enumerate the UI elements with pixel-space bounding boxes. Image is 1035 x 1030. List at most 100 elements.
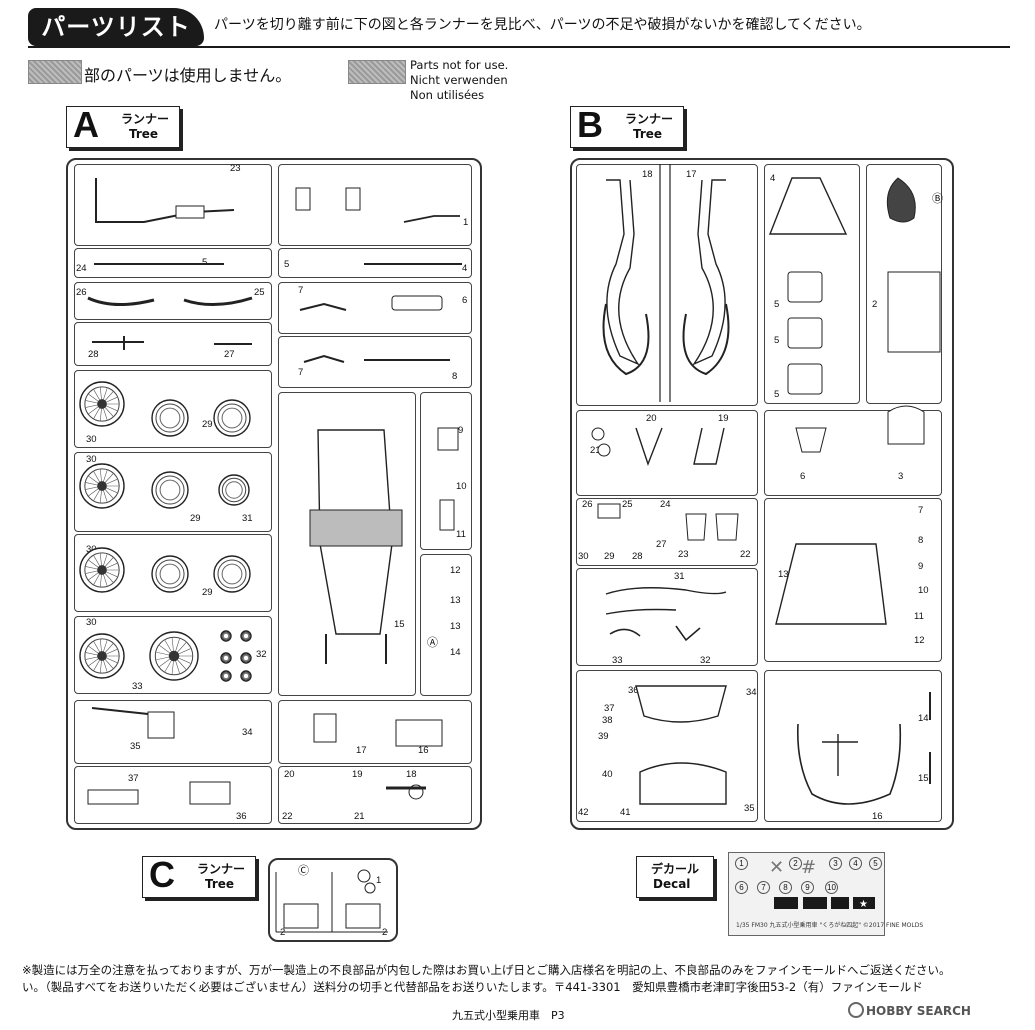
decal-star-plate [853, 897, 875, 909]
body-tub-part [796, 723, 902, 805]
runner-a-part-number: 34 [242, 727, 253, 738]
runner-a-part-number: 5 [284, 259, 290, 270]
runner-a-part-number: 28 [88, 349, 99, 360]
hobby-search-watermark: HOBBY SEARCH [848, 1002, 971, 1018]
runner-c-label: C ランナー Tree [142, 854, 256, 898]
legend-en-line: Parts not for use. [410, 58, 509, 72]
left-fender-part [606, 179, 640, 366]
runner-a-part-number: 15 [394, 619, 405, 630]
runner-b-part-number: 17 [686, 169, 697, 180]
runner-b-part-number: 5 [774, 299, 780, 310]
runner-a-part-number: 22 [282, 811, 293, 822]
runner-b-part-number: 15 [918, 773, 929, 784]
runner-b-part-number: 37 [604, 703, 615, 714]
runner-b-part-number: 18 [642, 169, 653, 180]
runner-b-en: Tree [633, 127, 663, 141]
runner-b-letter: B [577, 104, 603, 145]
decal-sheet-art: ✕ # ★ [769, 857, 875, 910]
legend-de-line: Nicht verwenden [410, 73, 508, 87]
decal-number: 2 [789, 857, 802, 870]
runner-a-part-number: 7 [298, 367, 304, 378]
runner-a-part-number: 36 [236, 811, 247, 822]
runner-a-part-number: 24 [76, 263, 87, 274]
runner-a-part-number: 9 [458, 425, 464, 436]
driver-figure-part [605, 587, 727, 595]
runner-b-part-number: 42 [578, 807, 589, 818]
runner-b-part-number: 19 [718, 413, 729, 424]
engine-block-part [147, 711, 175, 739]
runner-b-corner-mark: Ⓑ [932, 193, 943, 205]
runner-b-part-number: 23 [678, 549, 689, 560]
runner-a-part-number: 33 [132, 681, 143, 692]
tire-part [151, 555, 189, 593]
decal-number: 9 [801, 881, 814, 894]
runner-b-part-number: 12 [914, 635, 925, 646]
leaf-spring-part [87, 296, 155, 307]
decal-label: デカール Decal [636, 856, 714, 898]
runner-c-letter: C [149, 854, 175, 895]
decal-number: 4 [849, 857, 862, 870]
runner-a-letter: A [73, 104, 99, 145]
small-hub-part [220, 630, 232, 642]
spoked-wheel-part [79, 547, 125, 593]
runner-b-part-number: 38 [602, 715, 613, 726]
runner-b-part-number: 9 [918, 561, 924, 572]
runner-b-part-number: 32 [700, 655, 711, 666]
runner-a-jp: ランナー [121, 112, 170, 126]
runner-b-part-number: 8 [918, 535, 924, 546]
small-hub-part [240, 652, 252, 664]
runner-a-section-19 [278, 766, 472, 824]
windscreen-frame-part [635, 685, 727, 723]
decal-cross-mark: ✕ [769, 857, 784, 878]
spare-wheel-part [79, 381, 125, 427]
runner-a-part-number: 37 [128, 773, 139, 784]
runner-b-part-number: 34 [746, 687, 757, 698]
clear-window-part [345, 903, 381, 929]
exhaust-pipe-part [95, 178, 235, 223]
runner-b-part-number: 36 [628, 685, 639, 696]
runner-a-part-number: 11 [456, 529, 466, 540]
runner-b-part-number: 5 [774, 335, 780, 346]
decal-caption: 1/35 FM30 九五式小型乗用車 "くろがね四起" ©2017 FINE M… [736, 922, 924, 929]
decal-plate-1 [774, 897, 798, 909]
notice-line-1: ※製造には万全の注意を払っておりますが、万が一製造上の不良部品が内包した際はお買… [22, 963, 951, 977]
steering-wheel-part [218, 474, 250, 506]
runner-b-part-number: 25 [622, 499, 633, 510]
runner-a-part-number: 6 [462, 295, 468, 306]
spoked-wheel-part [79, 633, 125, 679]
runner-b-part-number: 35 [744, 803, 755, 814]
runner-b-part-number: 39 [598, 731, 609, 742]
runner-a-part-number: 7 [298, 285, 304, 296]
runner-b-part-number: 41 [620, 807, 631, 818]
decal-plate-3 [831, 897, 849, 909]
runner-a-part-number: 29 [202, 587, 213, 598]
runner-a-section-8 [278, 336, 472, 388]
runner-a-en: Tree [129, 127, 159, 141]
runner-c-corner-mark: Ⓒ [298, 865, 309, 877]
tire-part [213, 399, 251, 437]
small-hub-part [240, 630, 252, 642]
runner-a-part-number: 17 [356, 745, 367, 756]
unused-parts-legend-jp: 部のパーツは使用しません。 [84, 66, 292, 85]
decal-number: 3 [829, 857, 842, 870]
runner-b-part-number: 29 [604, 551, 615, 562]
small-hub-part [220, 652, 232, 664]
decal-star-icon: ★ [859, 899, 868, 910]
runner-b-part-number: 26 [582, 499, 593, 510]
runner-a-section-1 [74, 164, 272, 246]
decal-number: 10 [825, 881, 838, 894]
notice-line-2: い。（製品すべてをお送りいただく必要はございません）送料分の切手と代替部品をお送… [22, 980, 923, 994]
spoked-wheel-part [149, 631, 199, 681]
runner-a-part-number: 29 [190, 513, 201, 524]
runner-b-part-number: 16 [872, 811, 883, 822]
runner-a-part-number: 30 [86, 544, 97, 555]
runner-b-part-number: 31 [674, 571, 685, 582]
header-divider [28, 46, 1010, 48]
parts-list-title: パーツリスト [28, 8, 204, 46]
runner-b-part-number: 4 [770, 173, 776, 184]
runner-a-part-number: 30 [86, 617, 97, 628]
tire-part [151, 471, 189, 509]
floor-pan-part [309, 509, 403, 547]
runner-a-part-number: 30 [86, 454, 97, 465]
runner-a-part-number: 18 [406, 769, 417, 780]
